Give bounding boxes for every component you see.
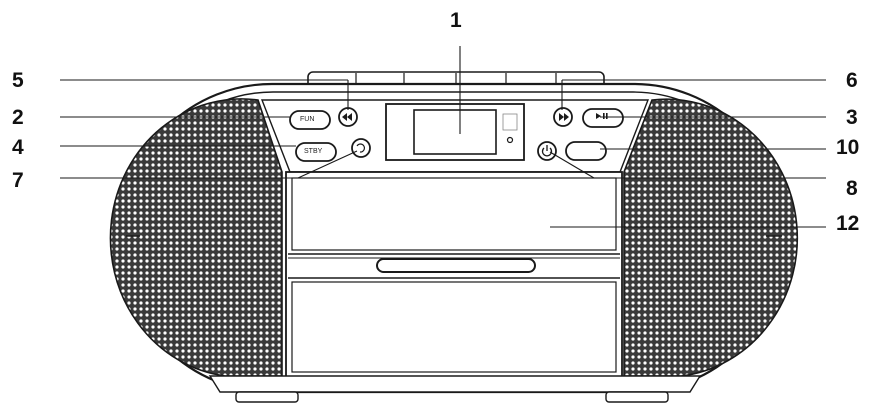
repeat-icon <box>356 143 366 153</box>
function-button[interactable] <box>565 141 607 161</box>
cd-door[interactable] <box>285 171 623 379</box>
callout-10: 10 <box>836 136 860 159</box>
right-speaker-grille <box>623 98 799 377</box>
skip-forward-button[interactable] <box>553 107 573 127</box>
skip-back-button[interactable] <box>338 107 358 127</box>
cd-door-handle[interactable] <box>376 258 536 273</box>
callout-4: 4 <box>12 136 24 159</box>
callout-1: 1 <box>450 9 462 32</box>
play-pause-icon <box>596 113 608 119</box>
base-feet <box>208 375 702 403</box>
standby-button-label: STBY <box>304 148 323 155</box>
repeat-button[interactable] <box>351 138 371 158</box>
skip-forward-icon <box>559 113 569 121</box>
callout-3: 3 <box>846 106 858 129</box>
power-icon <box>541 145 553 157</box>
left-speaker-grille <box>109 98 283 377</box>
standby-button[interactable] <box>295 142 337 162</box>
callout-7: 7 <box>12 169 24 192</box>
callout-lines <box>60 46 826 228</box>
callout-2: 2 <box>12 106 24 129</box>
callout-5: 5 <box>12 69 24 92</box>
lcd-display <box>385 103 525 161</box>
play-pause-button[interactable] <box>582 108 624 128</box>
mode-button-label: FUN <box>300 116 315 123</box>
skip-back-icon <box>342 113 352 121</box>
mode-button[interactable] <box>289 110 331 130</box>
power-button[interactable] <box>537 141 557 161</box>
callout-12: 12 <box>836 212 860 235</box>
callout-8: 8 <box>846 177 858 200</box>
callout-6: 6 <box>846 69 858 92</box>
